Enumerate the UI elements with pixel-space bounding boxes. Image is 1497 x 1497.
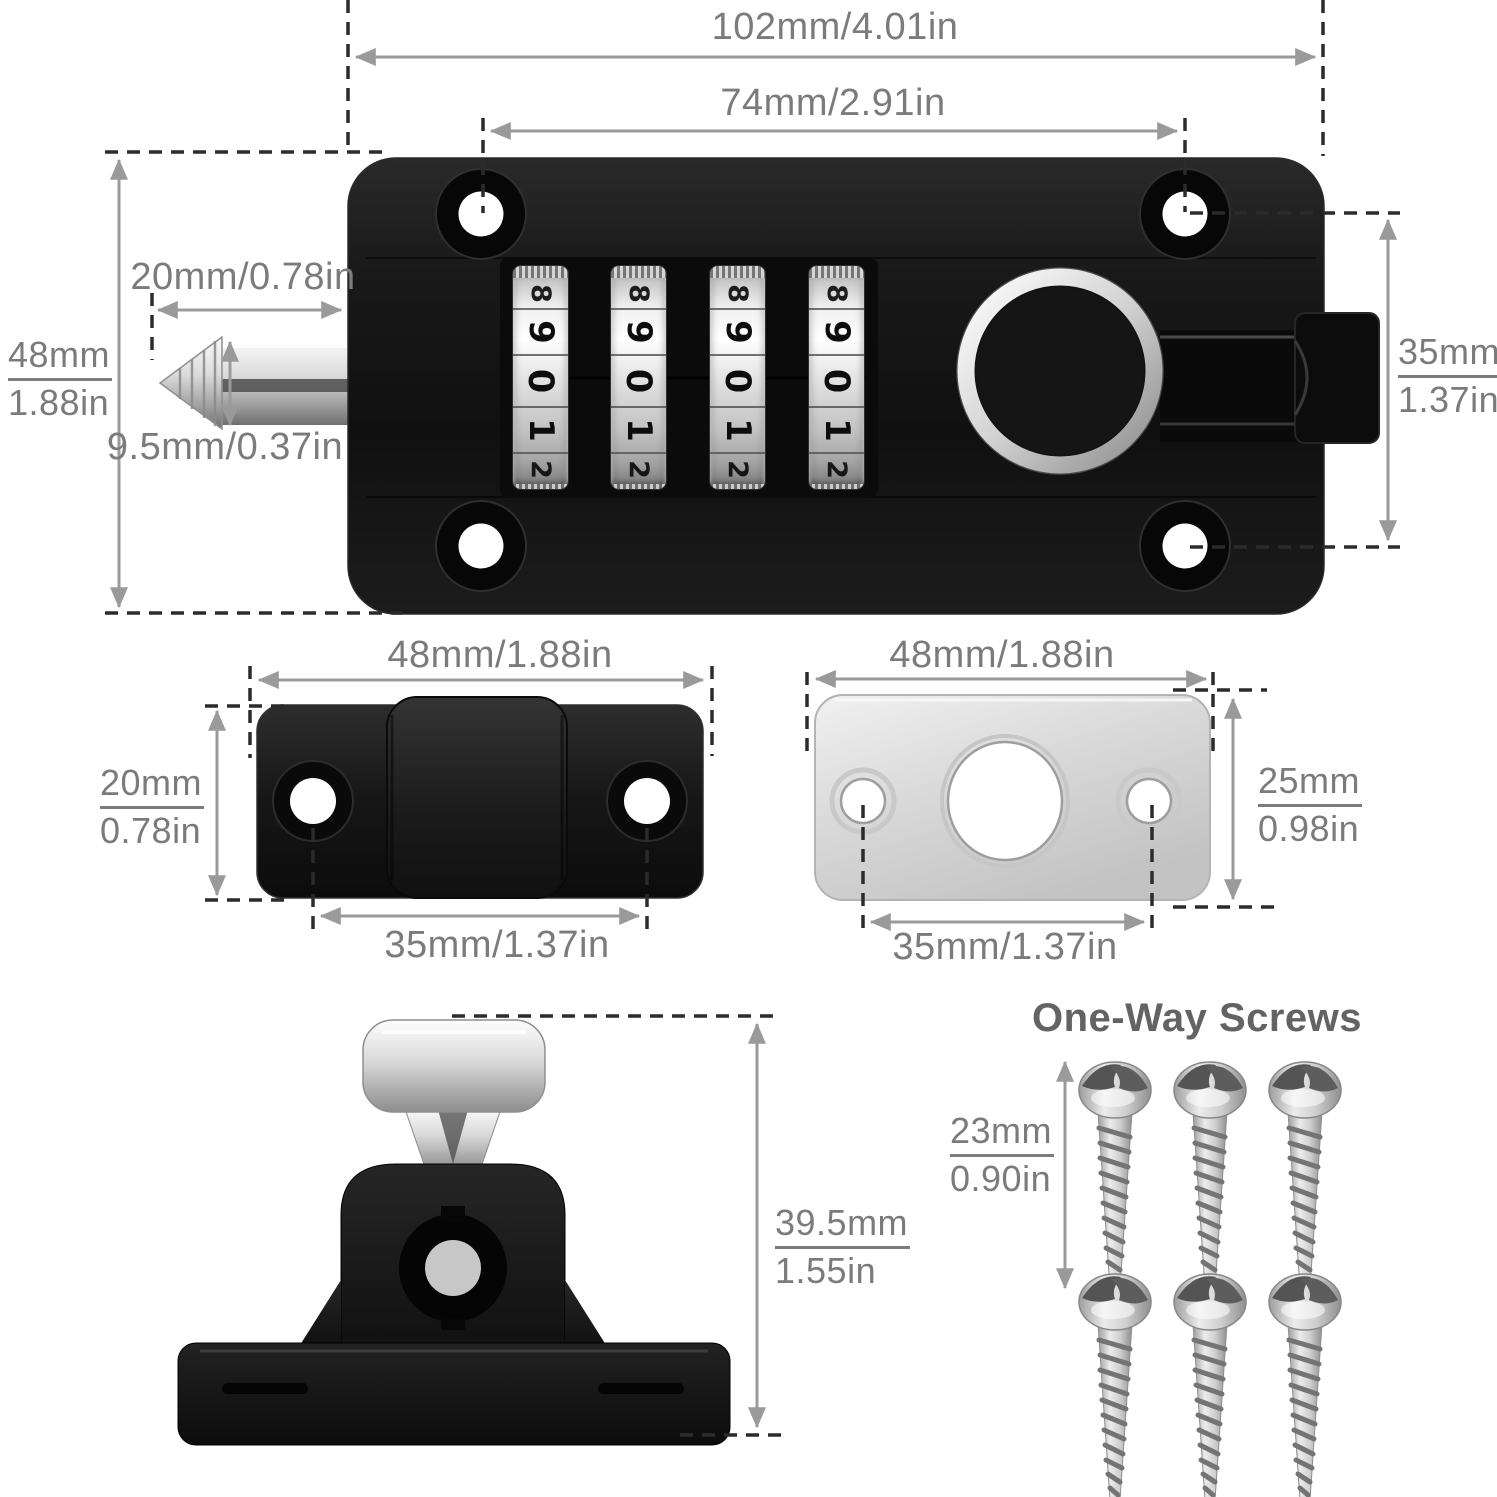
dial-digit: 1	[816, 418, 857, 442]
dial-knurl	[809, 266, 864, 278]
dial-wheel-4[interactable]: 8 9 0 1 2	[808, 265, 865, 490]
plate-dimension-arrows	[814, 670, 1242, 931]
one-way-screws	[1079, 1062, 1341, 1497]
dial-digit: 8	[622, 283, 654, 303]
dial-digit: 2	[622, 459, 654, 479]
keeper-dimension-arrows	[208, 671, 705, 925]
dial-digit: 1	[618, 418, 659, 442]
dim-plate-height-mm: 25mm	[1258, 762, 1363, 807]
latch-tab	[1293, 312, 1380, 444]
dim-screw-length-mm: 23mm	[950, 1112, 1055, 1157]
dim-plate-height: 25mm 0.98in	[1258, 762, 1363, 849]
dim-keeper-height: 20mm 0.78in	[100, 764, 205, 851]
lock-dimension-arrows	[110, 48, 1397, 609]
dim-lock-height-in: 1.88in	[8, 381, 110, 423]
latch-slot	[1160, 330, 1300, 442]
dim-lock-hole-spacing-v-in: 1.37in	[1398, 378, 1497, 420]
dial-digit: 2	[820, 459, 852, 479]
lock-screw-holes	[435, 168, 1231, 592]
dim-lock-outer-width: 102mm/4.01in	[711, 6, 959, 48]
dim-plate-width: 48mm/1.88in	[889, 634, 1115, 676]
dim-plate-hole-spacing: 35mm/1.37in	[892, 926, 1118, 968]
dim-side-height: 39.5mm 1.55in	[775, 1204, 911, 1291]
dial-wheel-1[interactable]: 8 9 0 1 2	[512, 265, 569, 490]
dial-digit-selected: 0	[717, 368, 758, 394]
lock-dimension-lines	[105, 0, 1400, 615]
dial-digit: 8	[524, 283, 556, 303]
strike-plate	[814, 694, 1211, 901]
dial-digit: 9	[816, 320, 857, 344]
dial-digit-selected: 0	[816, 368, 857, 394]
keeper-dimension-lines	[205, 666, 714, 932]
dial-digit: 8	[721, 283, 753, 303]
dial-wheel-3[interactable]: 8 9 0 1 2	[709, 265, 766, 490]
bolt-pin	[158, 335, 352, 431]
lock-side-view	[177, 1019, 731, 1446]
dial-knurl	[611, 266, 666, 278]
dial-digit: 2	[721, 459, 753, 479]
dial-knurl	[710, 484, 765, 489]
dial-knurl	[809, 484, 864, 489]
dial-digit: 9	[520, 320, 561, 344]
dial-digit-selected: 0	[520, 368, 561, 394]
dial-wheel-2[interactable]: 8 9 0 1 2	[610, 265, 667, 490]
dim-screw-length-in: 0.90in	[950, 1157, 1052, 1199]
keeper	[256, 696, 704, 899]
dim-side-height-mm: 39.5mm	[775, 1204, 911, 1249]
dim-keeper-hole-spacing: 35mm/1.37in	[384, 924, 610, 966]
dim-side-height-in: 1.55in	[775, 1249, 877, 1291]
dial-digit-selected: 0	[618, 368, 659, 394]
dial-digit: 9	[618, 320, 659, 344]
knob	[956, 267, 1164, 475]
dial-knurl	[710, 266, 765, 278]
dim-lock-height-mm: 48mm	[8, 336, 113, 381]
dial-digit: 8	[820, 283, 852, 303]
dim-keeper-height-mm: 20mm	[100, 764, 205, 809]
dim-lock-hole-spacing-h: 74mm/2.91in	[720, 82, 946, 124]
screws-section-title: One-Way Screws	[1031, 996, 1363, 1040]
dim-lock-hole-spacing-v-mm: 35mm	[1398, 333, 1497, 378]
dim-lock-height: 48mm 1.88in	[8, 336, 113, 423]
dial-digit: 1	[717, 418, 758, 442]
dial-digit: 9	[717, 320, 758, 344]
dim-keeper-height-in: 0.78in	[100, 809, 202, 851]
dim-bolt-diameter: 9.5mm/0.37in	[106, 426, 344, 468]
dim-screw-length: 23mm 0.90in	[950, 1112, 1055, 1199]
dim-lock-hole-spacing-v: 35mm 1.37in	[1398, 333, 1497, 419]
dial-digit: 2	[524, 459, 556, 479]
dim-plate-height-in: 0.98in	[1258, 807, 1360, 849]
plate-dimension-lines	[805, 672, 1280, 933]
dial-knurl	[513, 484, 568, 489]
side-view-dimension-lines	[452, 1014, 782, 1437]
dial-knurl	[611, 484, 666, 489]
dim-bolt-length: 20mm/0.78in	[130, 256, 356, 298]
dim-keeper-width: 48mm/1.88in	[387, 634, 613, 676]
dial-digit: 1	[520, 418, 561, 442]
dial-knurl	[513, 266, 568, 278]
